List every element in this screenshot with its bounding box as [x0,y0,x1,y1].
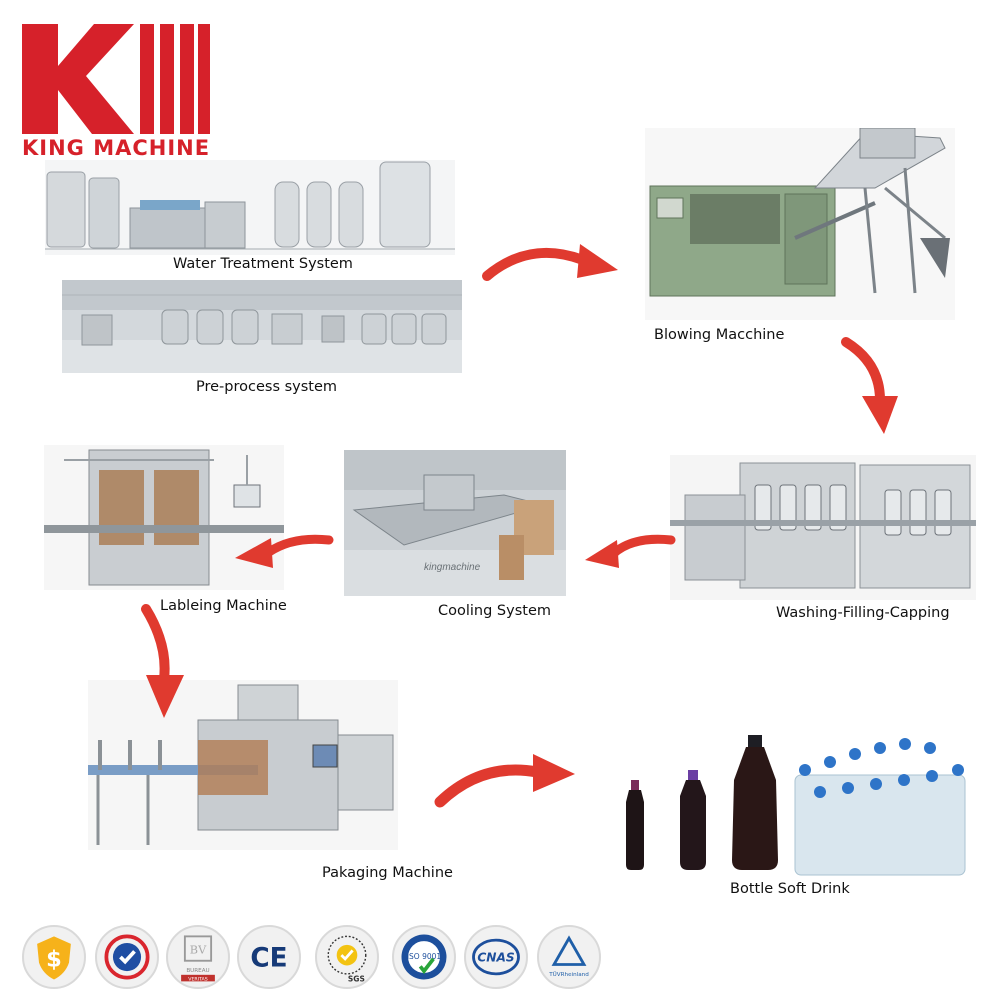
blowing-machine-label: Blowing Macchine [654,327,785,343]
pre-process-image [62,280,462,373]
svg-text:BV: BV [190,943,207,956]
check-seal-icon [95,925,159,989]
iso-text: ISO 9001 [407,952,442,961]
sgs-text: SGS [348,974,365,983]
tuv-rheinland-icon: TÜVRheinland [537,925,601,989]
svg-text:BUREAU: BUREAU [186,968,209,974]
svg-text:VERITAS: VERITAS [188,976,207,982]
sgs-icon: SGS [315,925,379,989]
water-treatment-label: Water Treatment System [173,256,353,272]
product-label: Bottle Soft Drink [730,881,850,897]
tuv-text: TÜVRheinland [548,971,589,978]
packaging-machine-label: Pakaging Machine [322,865,453,881]
cooling-system-image: kingmachine [344,450,566,596]
labeling-machine-image [44,445,284,590]
water-treatment-image [45,160,455,255]
ce-mark-icon: CE [237,925,301,989]
arrow-to-product [434,752,577,808]
washing-filling-capping-label: Washing-Filling-Capping [776,605,950,621]
bureau-veritas-icon: BV BUREAU VERITAS [166,925,230,989]
ce-text: CE [250,943,287,973]
blowing-machine-image [645,128,955,320]
packaging-machine-image [88,680,398,850]
arrow-to-filling [840,337,900,438]
iso-9001-icon: ISO 9001 [392,925,456,989]
svg-text:$: $ [46,946,62,972]
shield-dollar-icon: $ [22,925,86,989]
arrow-to-packaging [140,604,190,720]
bottle-products-image [620,730,975,880]
brand-logo: KING MACHINE [22,24,212,164]
watermark-text: kingmachine [424,562,481,573]
brand-name: KING MACHINE [22,136,211,160]
washing-filling-capping-image [670,455,976,600]
labeling-machine-label: Lableing Machine [160,598,287,614]
arrow-to-labeling [233,530,334,570]
cooling-system-label: Cooling System [438,603,551,619]
cnas-icon: CNAS [464,925,528,989]
arrow-to-cooling [583,530,676,570]
pre-process-label: Pre-process system [196,379,338,395]
arrow-to-blowing [482,238,620,288]
cnas-text: CNAS [477,951,515,965]
king-machine-logo-mark [22,24,210,134]
